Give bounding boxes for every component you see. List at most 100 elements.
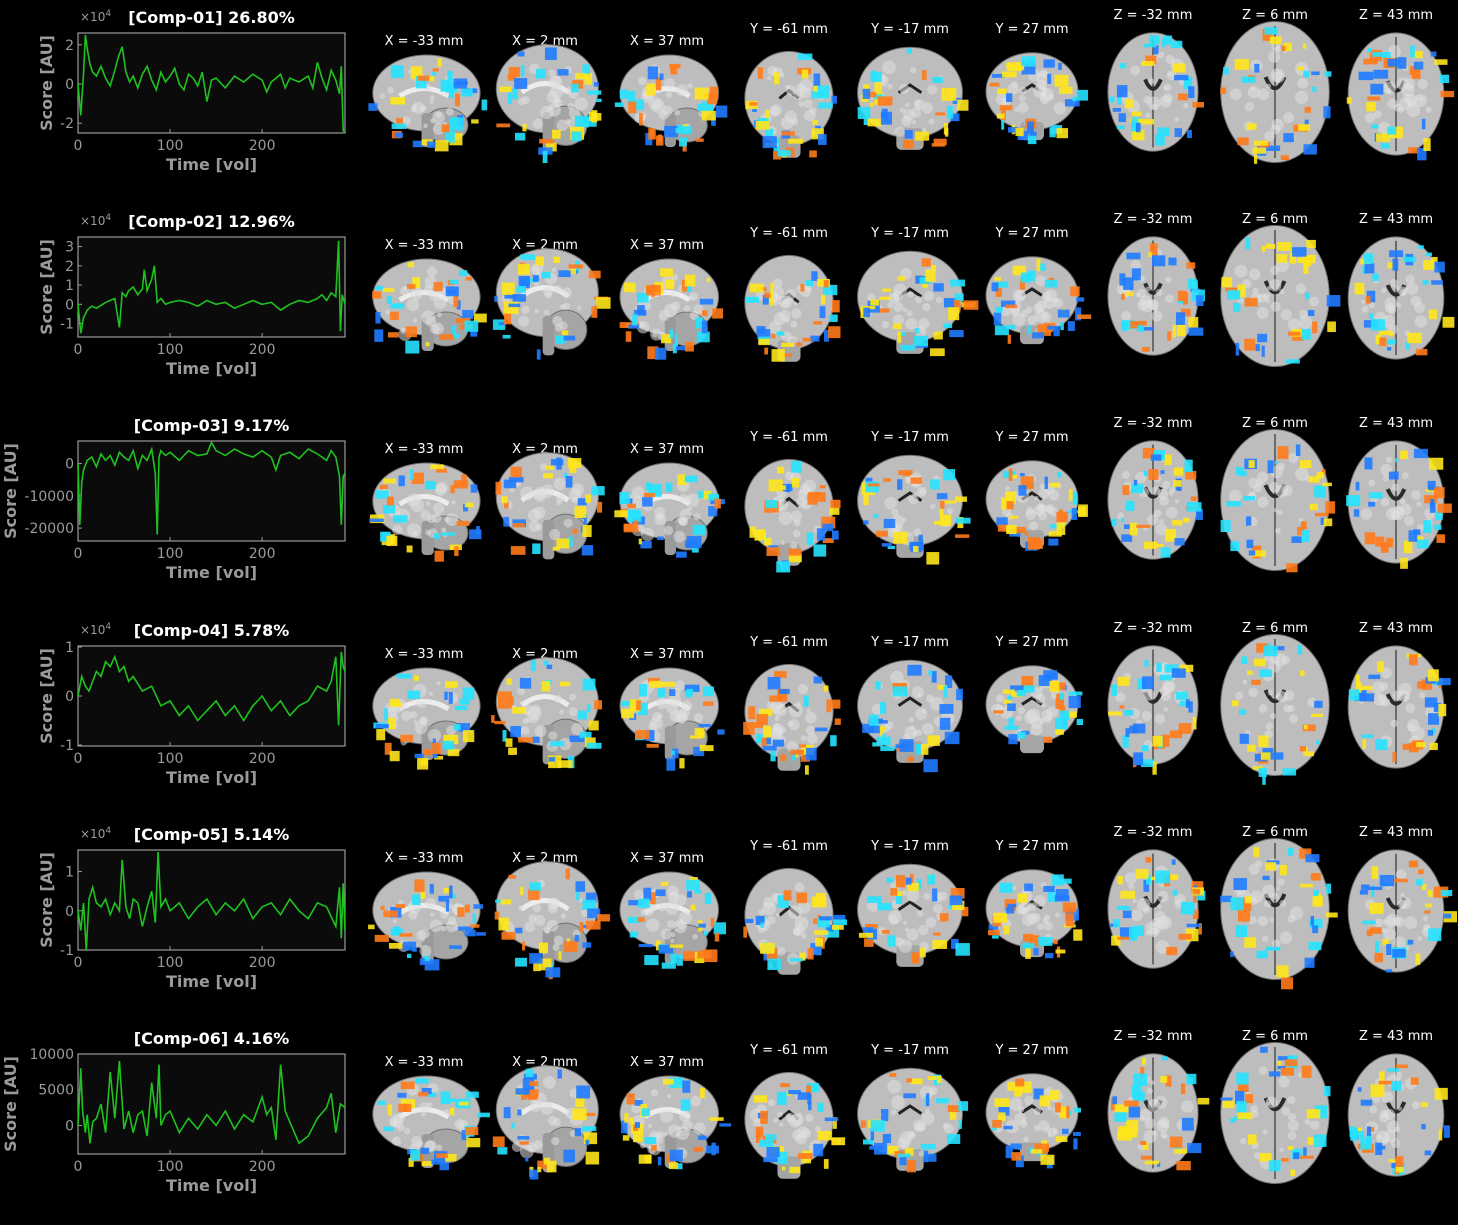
activation-blob — [1176, 1161, 1191, 1171]
white-matter — [560, 304, 566, 310]
brain-slice-axial — [1104, 29, 1205, 155]
activation-blob — [1316, 472, 1324, 479]
white-matter — [681, 700, 693, 712]
activation-blob — [1297, 526, 1305, 536]
activation-blob — [587, 704, 591, 713]
white-matter — [1155, 523, 1168, 536]
activation-blob — [1128, 1129, 1138, 1138]
white-matter — [1240, 1138, 1247, 1145]
white-matter — [443, 1109, 450, 1116]
activation-blob — [867, 896, 882, 903]
white-matter — [785, 84, 797, 96]
activation-blob — [1163, 35, 1173, 45]
activation-blob — [1303, 747, 1308, 756]
white-matter — [1287, 1119, 1299, 1131]
activation-blob — [955, 517, 971, 524]
activation-blob — [880, 727, 884, 741]
white-matter — [1277, 509, 1283, 516]
activation-blob — [1395, 458, 1399, 463]
activation-blob — [872, 513, 879, 518]
white-matter — [1041, 291, 1052, 302]
activation-blob — [1179, 664, 1194, 672]
white-matter — [1393, 1126, 1401, 1133]
activation-blob — [637, 305, 645, 316]
activation-blob — [992, 1119, 1002, 1128]
activation-blob — [1269, 36, 1282, 45]
plot-area — [77, 645, 346, 747]
activation-blob — [1123, 277, 1134, 290]
activation-blob — [916, 879, 922, 890]
activation-blob — [1162, 38, 1166, 47]
activation-blob — [789, 1166, 801, 1174]
activation-blob — [1297, 66, 1304, 71]
white-matter — [1053, 101, 1066, 115]
activation-blob — [535, 256, 545, 266]
brain-slice-coronal — [982, 867, 1083, 959]
white-matter — [640, 527, 655, 542]
brain-slice-axial — [1344, 29, 1455, 161]
activation-blob — [1011, 1152, 1022, 1161]
activation-blob — [771, 334, 776, 339]
activation-blob — [669, 1149, 683, 1162]
activation-blob — [623, 282, 636, 293]
activation-blob — [945, 127, 949, 137]
activation-blob — [816, 528, 826, 541]
activation-blob — [819, 306, 826, 319]
activation-blob — [1160, 1076, 1168, 1083]
white-matter — [908, 716, 915, 723]
white-matter — [1380, 497, 1390, 507]
white-matter — [1393, 936, 1406, 949]
white-matter — [674, 109, 681, 116]
white-matter — [692, 933, 698, 940]
white-matter — [1368, 302, 1376, 309]
activation-blob — [1017, 893, 1028, 903]
activation-blob — [1247, 744, 1256, 752]
activation-blob — [1416, 878, 1423, 886]
white-matter — [928, 118, 935, 125]
activation-blob — [1120, 63, 1127, 69]
brain-slice-sagittal — [611, 1072, 732, 1172]
white-matter — [1015, 289, 1027, 301]
activation-blob — [1265, 243, 1276, 249]
activation-blob — [910, 1078, 923, 1085]
activation-blob — [773, 151, 781, 160]
activation-blob — [491, 715, 495, 723]
activation-blob — [1237, 1083, 1249, 1093]
activation-blob — [831, 95, 837, 104]
white-matter — [791, 308, 802, 319]
white-matter — [518, 315, 530, 327]
activation-blob — [710, 917, 715, 927]
activation-blob — [1119, 705, 1125, 709]
white-matter — [1137, 300, 1148, 311]
activation-blob — [426, 1092, 437, 1097]
activation-blob — [702, 686, 714, 697]
slice-label: Z = 43 mm — [1358, 212, 1434, 227]
activation-blob — [1186, 1073, 1197, 1085]
activation-blob — [1054, 74, 1069, 87]
activation-blob — [555, 335, 567, 344]
white-matter — [1403, 93, 1412, 102]
activation-blob — [1436, 534, 1446, 543]
activation-blob — [1027, 537, 1040, 550]
activation-blob — [1283, 42, 1293, 52]
activation-blob — [1021, 676, 1034, 689]
activation-blob — [1132, 925, 1144, 936]
activation-blob — [1192, 909, 1199, 919]
activation-blob — [1126, 252, 1141, 260]
activation-blob — [749, 102, 758, 106]
activation-blob — [706, 277, 711, 282]
slice-label: Z = 43 mm — [1358, 825, 1434, 840]
activation-blob — [533, 961, 541, 972]
white-matter — [1115, 692, 1126, 703]
white-matter — [1418, 96, 1424, 102]
activation-blob — [1277, 1065, 1286, 1070]
activation-blob — [372, 291, 382, 299]
activation-blob — [1300, 521, 1307, 530]
activation-blob — [1070, 286, 1080, 297]
activation-blob — [647, 677, 660, 683]
activation-blob — [946, 1134, 961, 1144]
activation-blob — [456, 300, 461, 310]
white-matter — [1269, 917, 1274, 922]
activation-blob — [1322, 469, 1326, 475]
